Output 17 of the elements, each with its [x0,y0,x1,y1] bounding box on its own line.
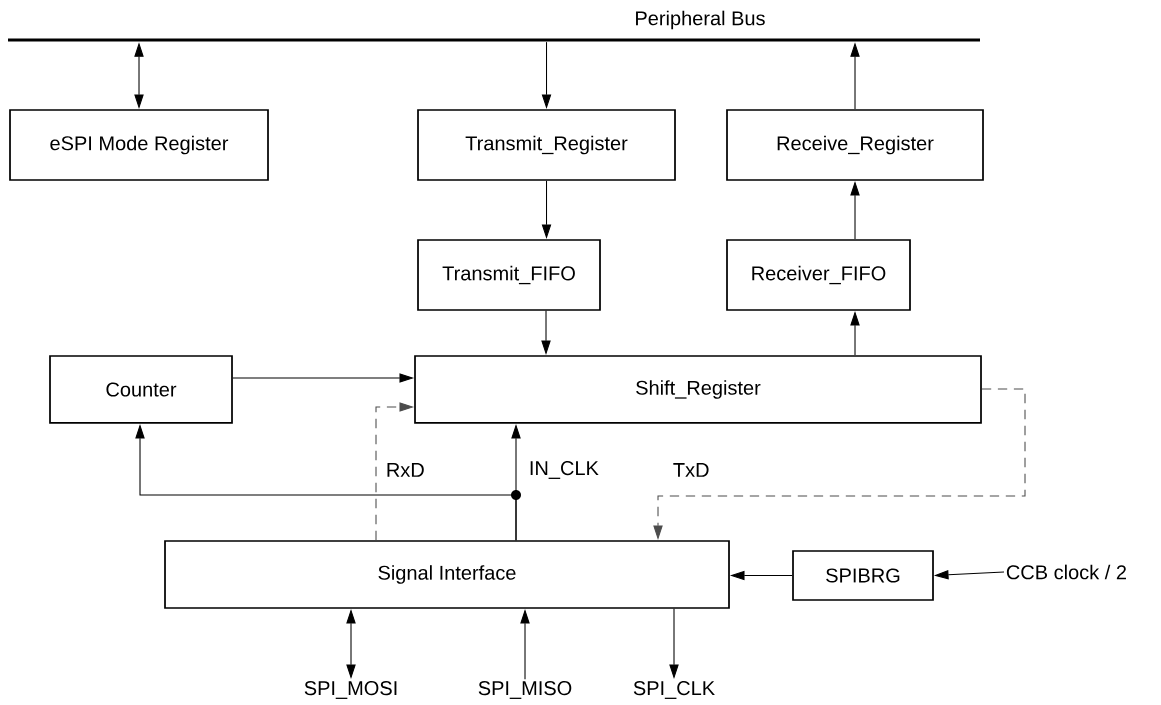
block-box: eSPI Mode Register [9,109,269,181]
pin-label: SPI_MOSI [304,681,397,699]
edge-label: TxD [671,461,711,479]
bus-label: Peripheral Bus [636,10,765,30]
block-box: Transmit_FIFO [417,239,601,311]
block-box: Receiver_FIFO [726,239,911,311]
block-box: Receive_Register [726,109,984,181]
edge-label: IN_CLK [527,459,601,481]
block-box: Transmit_Register [417,109,676,181]
signal-label: CCB clock / 2 [1006,564,1126,580]
edge-label: RxD [384,461,427,479]
pin-label: SPI_MISO [478,681,572,699]
block-box: Counter [49,355,233,424]
block-box: Shift_Register [414,355,982,424]
pin-label: SPI_CLK [633,681,715,699]
block-box: Signal Interface [164,540,730,609]
block-box: SPIBRG [792,550,934,601]
